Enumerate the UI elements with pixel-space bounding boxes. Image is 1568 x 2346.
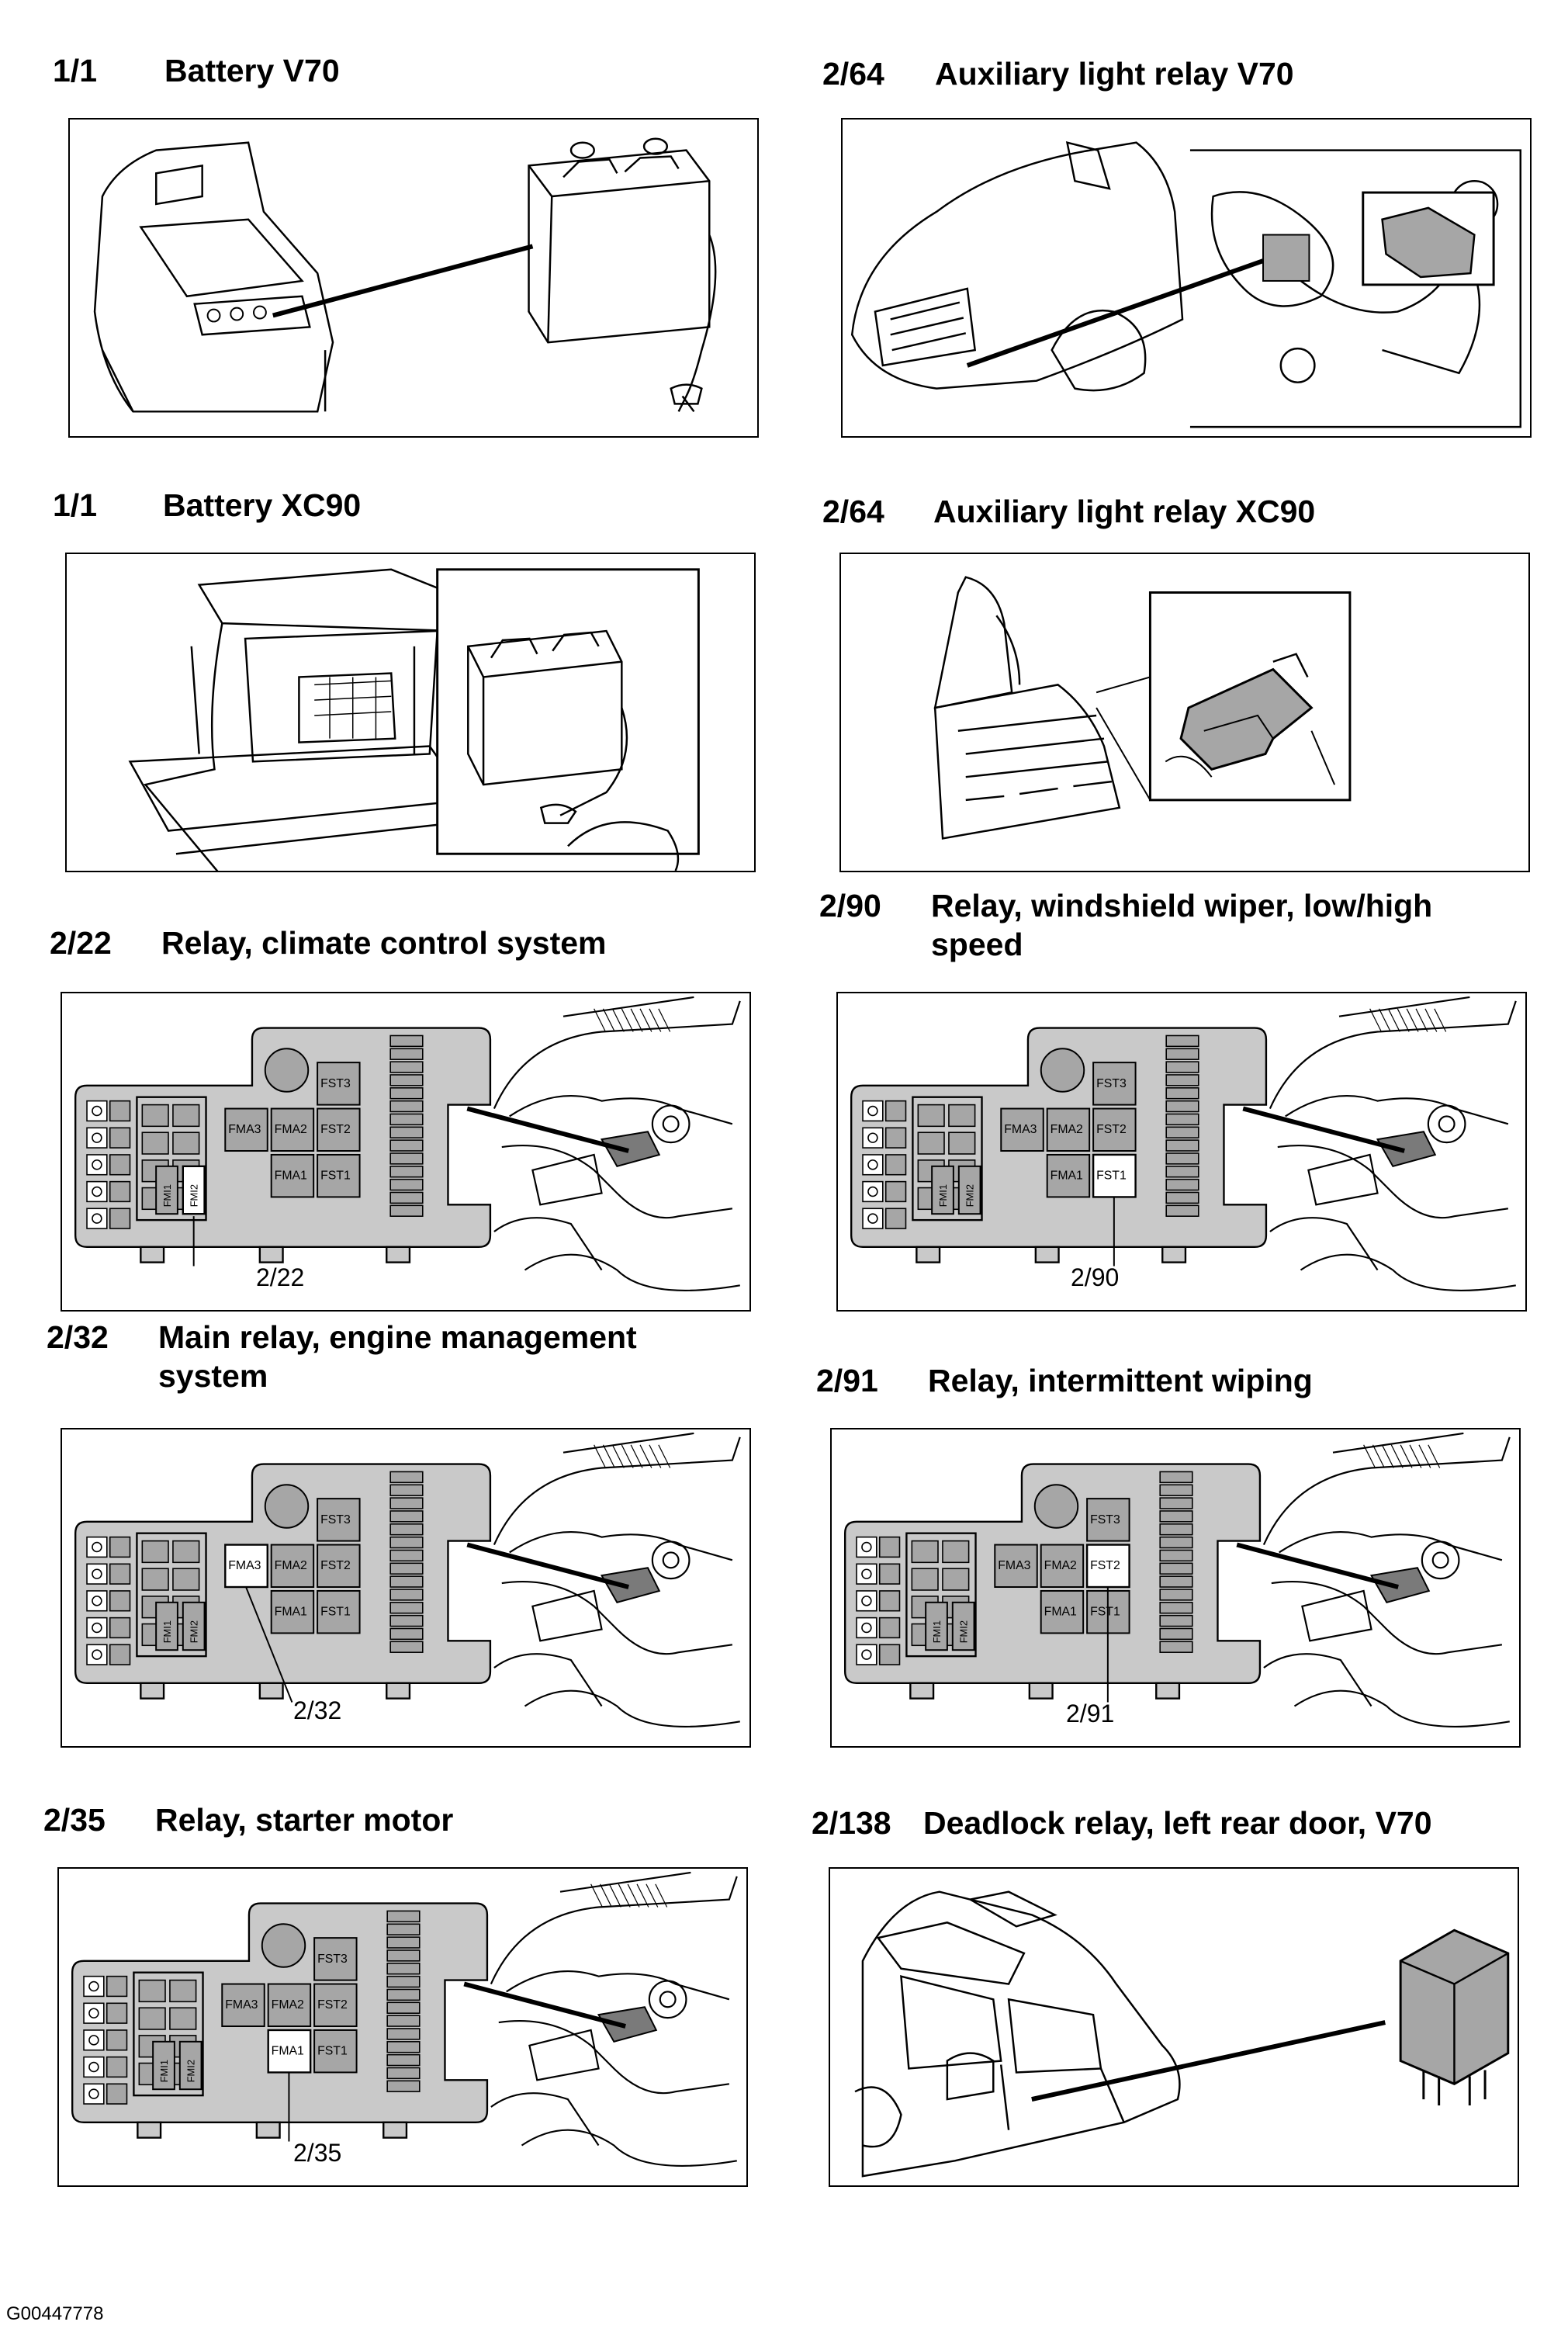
section-code: 2/138 [812, 1805, 891, 1841]
section-code: 2/32 [47, 1319, 109, 1355]
svg-text:FMA3: FMA3 [1004, 1123, 1037, 1136]
svg-text:FST3: FST3 [1096, 1077, 1127, 1090]
svg-text:FMA3: FMA3 [228, 1559, 261, 1572]
svg-text:FMA1: FMA1 [275, 1606, 307, 1619]
section-title: Auxiliary light relay XC90 [933, 494, 1316, 529]
section-title: Relay, starter motor [155, 1802, 454, 1838]
svg-text:FST3: FST3 [317, 1953, 348, 1966]
svg-text:FMA3: FMA3 [998, 1559, 1030, 1572]
deadlock-relay-drawing [854, 1890, 1510, 2178]
svg-text:FMI2: FMI2 [189, 1184, 200, 1207]
battery-v70-illustration [68, 118, 759, 438]
relay-callout-label: 2/35 [293, 2139, 342, 2167]
svg-text:FMI2: FMI2 [189, 1620, 200, 1643]
battery-v70-drawing [93, 137, 717, 413]
svg-text:FMI2: FMI2 [185, 2060, 197, 2082]
section-title: Relay, climate control system [161, 925, 607, 961]
section-code: 2/35 [43, 1802, 106, 1838]
section-code: 2/64 [822, 494, 884, 529]
section-code: 2/91 [816, 1363, 878, 1398]
svg-text:FMI2: FMI2 [958, 1620, 970, 1643]
svg-text:FST3: FST3 [320, 1077, 351, 1090]
aux-light-relay-v70-drawing [850, 141, 1522, 428]
svg-text:FMA2: FMA2 [272, 1998, 304, 2012]
svg-text:FST3: FST3 [1090, 1513, 1120, 1526]
section-title: Battery XC90 [163, 487, 362, 523]
svg-text:FMI1: FMI1 [158, 2060, 170, 2082]
svg-text:FMI2: FMI2 [964, 1184, 976, 1207]
section-title: Relay, intermittent wiping [928, 1363, 1313, 1398]
aux-light-relay-xc90-illustration [839, 553, 1530, 872]
svg-text:FST1: FST1 [1090, 1606, 1120, 1619]
svg-text:FMA2: FMA2 [1044, 1559, 1077, 1572]
svg-text:FST2: FST2 [317, 1998, 348, 2012]
svg-text:FST1: FST1 [317, 2045, 348, 2058]
section-title: Relay, windshield wiper, low/high speed [931, 888, 1433, 962]
svg-text:FST2: FST2 [320, 1559, 351, 1572]
battery-xc90-drawing [128, 568, 700, 871]
svg-text:FMA2: FMA2 [275, 1559, 307, 1572]
section-code: 1/1 [53, 53, 97, 88]
svg-text:FMA3: FMA3 [228, 1123, 261, 1136]
relay-callout-label: 2/22 [256, 1263, 305, 1291]
section-title: Auxiliary light relay V70 [935, 56, 1294, 92]
svg-text:FST2: FST2 [1096, 1123, 1127, 1136]
svg-text:FMA3: FMA3 [225, 1998, 258, 2012]
relay-callout-label: 2/90 [1071, 1263, 1120, 1291]
battery-xc90-illustration [65, 553, 756, 872]
svg-text:FMI1: FMI1 [161, 1184, 173, 1207]
svg-text:FST1: FST1 [320, 1606, 351, 1619]
relay-callout-label: 2/91 [1066, 1700, 1115, 1727]
aux-light-relay-xc90-drawing [933, 576, 1352, 840]
svg-text:FMI1: FMI1 [931, 1620, 943, 1643]
aux-light-relay-v70-illustration [841, 118, 1532, 438]
svg-text:FST1: FST1 [1096, 1170, 1127, 1183]
section-code: 2/90 [819, 888, 881, 923]
section-code: 2/22 [50, 925, 112, 961]
svg-text:FMA1: FMA1 [275, 1170, 307, 1183]
section-title: Main relay, engine management system [158, 1319, 637, 1394]
svg-text:FMA1: FMA1 [1051, 1170, 1083, 1183]
svg-text:FST2: FST2 [1090, 1559, 1120, 1572]
svg-text:FMA2: FMA2 [275, 1123, 307, 1136]
svg-text:FMA1: FMA1 [1044, 1606, 1077, 1619]
svg-text:FST1: FST1 [320, 1170, 351, 1183]
svg-text:FST2: FST2 [320, 1123, 351, 1136]
svg-text:FMI1: FMI1 [937, 1184, 949, 1207]
section-code: 1/1 [53, 487, 97, 523]
section-title: Battery V70 [164, 53, 340, 88]
section-code: 2/64 [822, 56, 884, 92]
svg-text:FMA2: FMA2 [1051, 1123, 1083, 1136]
section-title: Deadlock relay, left rear door, V70 [923, 1805, 1432, 1841]
figure-id: G00447778 [6, 2303, 104, 2324]
relay-callout-label: 2/32 [293, 1696, 342, 1724]
deadlock-relay-illustration [829, 1867, 1519, 2187]
svg-text:FMA1: FMA1 [272, 2045, 304, 2058]
svg-text:FMI1: FMI1 [161, 1620, 173, 1643]
svg-text:FST3: FST3 [320, 1513, 351, 1526]
